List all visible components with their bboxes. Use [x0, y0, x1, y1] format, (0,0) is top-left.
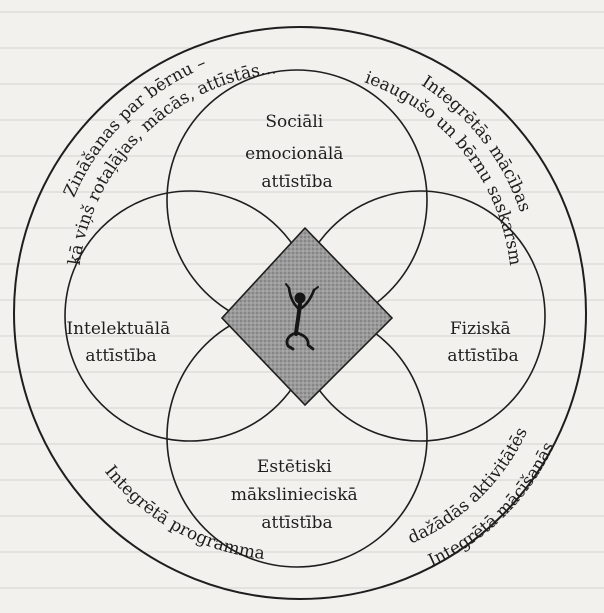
top-circle-label: Sociāli emocionālā attīstība [245, 112, 349, 192]
left-circle-label: Intelektuālā attīstība [66, 319, 175, 366]
right-circle-label: Fiziskā attīstība [447, 319, 518, 366]
bottom-circle-label: Estētiski mākslinieciskā attīstība [231, 457, 363, 533]
dancing-child-icon [285, 283, 319, 351]
ring-text-bottom-left: Integrētā programma [100, 462, 265, 564]
outer-ring-circle [13, 26, 587, 600]
ring-text-top-right-1: Integrētās mācības [418, 72, 535, 215]
center-diamond [220, 226, 394, 407]
ring-text-bottom-right-1: Integrētā mācīšanās [425, 439, 559, 571]
